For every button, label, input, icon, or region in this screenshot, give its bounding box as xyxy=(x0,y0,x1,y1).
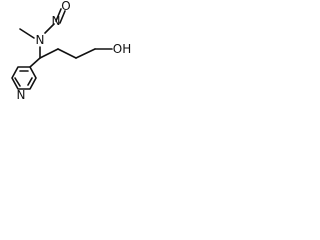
methyl-bond xyxy=(19,28,35,39)
amine-nitrogen-label: N xyxy=(36,33,45,47)
nitroso-oxygen-label: O xyxy=(61,0,70,13)
ring-attachment-bond xyxy=(29,57,41,68)
pyridine-nitrogen-label: N xyxy=(17,88,26,102)
n-o-double-bond-b xyxy=(59,10,66,24)
structure-canvas: N N O N OH xyxy=(0,0,137,103)
ring-double-bond-2 xyxy=(14,77,21,87)
pyridine-ring xyxy=(11,66,37,90)
n-o-double-bond-a xyxy=(55,8,62,22)
n-n-bond xyxy=(44,23,55,34)
nitroso-nitrogen-label: N xyxy=(52,14,61,28)
hydroxyl-label: OH xyxy=(113,42,131,56)
ring-double-bond-3 xyxy=(27,77,33,86)
chain-bond-3 xyxy=(75,48,96,59)
chain-bond-2 xyxy=(57,48,77,59)
chain-bond-1 xyxy=(39,48,59,59)
chemical-structure-drawing: N N O N OH xyxy=(11,0,131,102)
